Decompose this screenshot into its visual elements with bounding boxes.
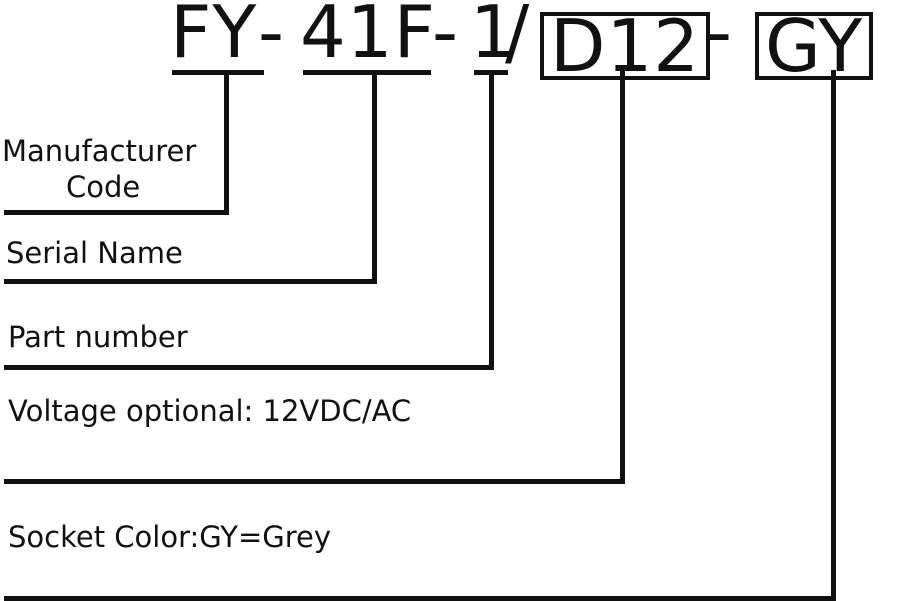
leader-color-horizontal xyxy=(4,596,836,601)
underline-serial xyxy=(303,70,431,75)
leader-serial-vertical xyxy=(372,73,377,284)
leader-color-vertical xyxy=(831,70,836,601)
underline-manufacturer xyxy=(172,70,264,75)
code-manufacturer: FY xyxy=(170,0,258,74)
leader-serial-horizontal xyxy=(4,279,377,284)
label-manufacturer-line2: Code xyxy=(66,170,141,204)
underline-part xyxy=(474,70,508,75)
code-color: GY xyxy=(755,10,874,82)
code-color-box: GY xyxy=(755,0,874,92)
leader-part-vertical xyxy=(489,73,494,370)
code-dash-2: - xyxy=(432,0,459,74)
leader-voltage-vertical xyxy=(620,70,625,484)
code-serial: 41F xyxy=(300,0,437,74)
code-part: 1 xyxy=(470,0,517,74)
leader-voltage-horizontal xyxy=(4,479,625,484)
code-voltage-box: D12 xyxy=(540,0,711,92)
label-serial: Serial Name xyxy=(6,236,183,270)
leader-manufacturer-vertical xyxy=(224,73,229,215)
code-slash: / xyxy=(505,0,531,74)
leader-part-horizontal xyxy=(4,365,494,370)
code-voltage: D12 xyxy=(540,10,711,82)
label-color: Socket Color:GY=Grey xyxy=(8,520,332,554)
leader-manufacturer-horizontal xyxy=(4,210,229,215)
code-dash-1: - xyxy=(258,0,285,74)
label-manufacturer-line1: Manufacturer xyxy=(2,134,197,168)
label-part: Part number xyxy=(8,320,188,354)
code-dash-3: - xyxy=(706,0,733,74)
label-voltage: Voltage optional: 12VDC/AC xyxy=(8,394,412,428)
